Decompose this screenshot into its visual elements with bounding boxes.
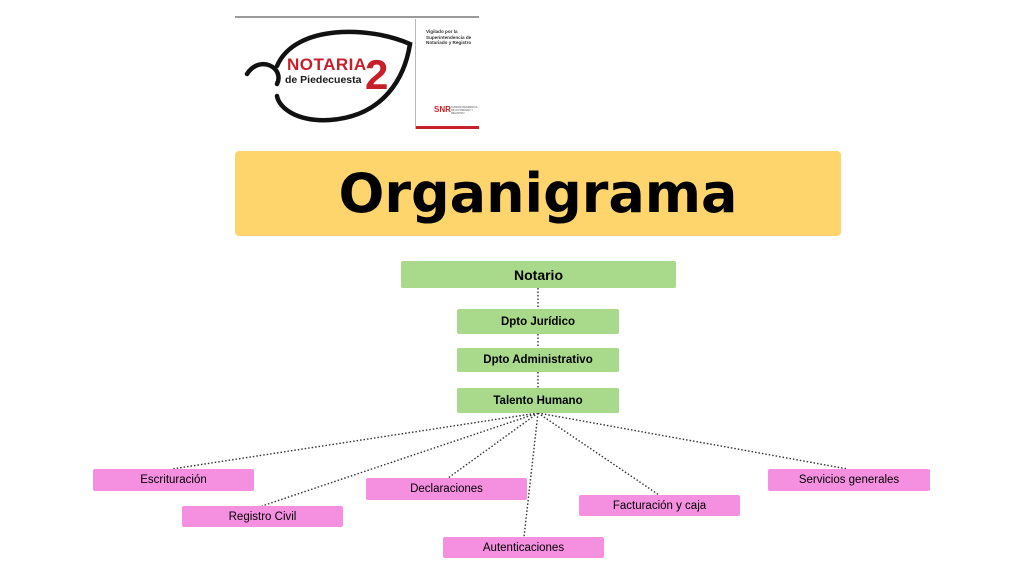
node-declaraciones: Declaraciones — [366, 478, 527, 500]
connector-facturacion — [537, 412, 660, 496]
logo-number: 2 — [365, 51, 389, 98]
page-title: Organigrama — [338, 162, 738, 225]
node-autenticaciones: Autenticaciones — [443, 537, 604, 558]
node-servicios-generales: Servicios generales — [768, 469, 930, 491]
title-banner: Organigrama — [235, 151, 841, 236]
connector-registro-civil — [261, 412, 539, 507]
logo-top-rule — [235, 16, 479, 18]
node-talento-humano: Talento Humano — [457, 388, 619, 413]
snr-subtitle: SUPERINTENDENCIA DE NOTARIADO Y REGISTRO — [451, 106, 478, 115]
notaria-logo: NOTARIA de Piedecuesta 2 Vigilado por la… — [235, 16, 479, 129]
connector-autenticaciones — [523, 412, 539, 538]
connector-servicios — [537, 412, 849, 470]
node-dpto-administrativo: Dpto Administrativo — [457, 348, 619, 372]
node-escrituracion: Escrituración — [93, 469, 254, 491]
logo-name: NOTARIA — [287, 55, 367, 74]
logo-leaf-icon — [244, 29, 413, 123]
node-dpto-juridico: Dpto Jurídico — [457, 309, 619, 334]
connector-escrituracion — [171, 412, 539, 470]
logo-divider — [415, 19, 416, 129]
snr-logo: SNR — [434, 105, 451, 114]
vigilado-text: Vigilado por la Superintendencia de Nota… — [426, 29, 472, 45]
node-registro-civil: Registro Civil — [182, 506, 343, 527]
node-notario: Notario — [401, 261, 676, 288]
logo-red-rule — [416, 126, 479, 129]
logo-subtitle: de Piedecuesta — [285, 74, 362, 86]
node-facturacion-caja: Facturación y caja — [579, 495, 740, 516]
connector-declaraciones — [447, 412, 539, 479]
